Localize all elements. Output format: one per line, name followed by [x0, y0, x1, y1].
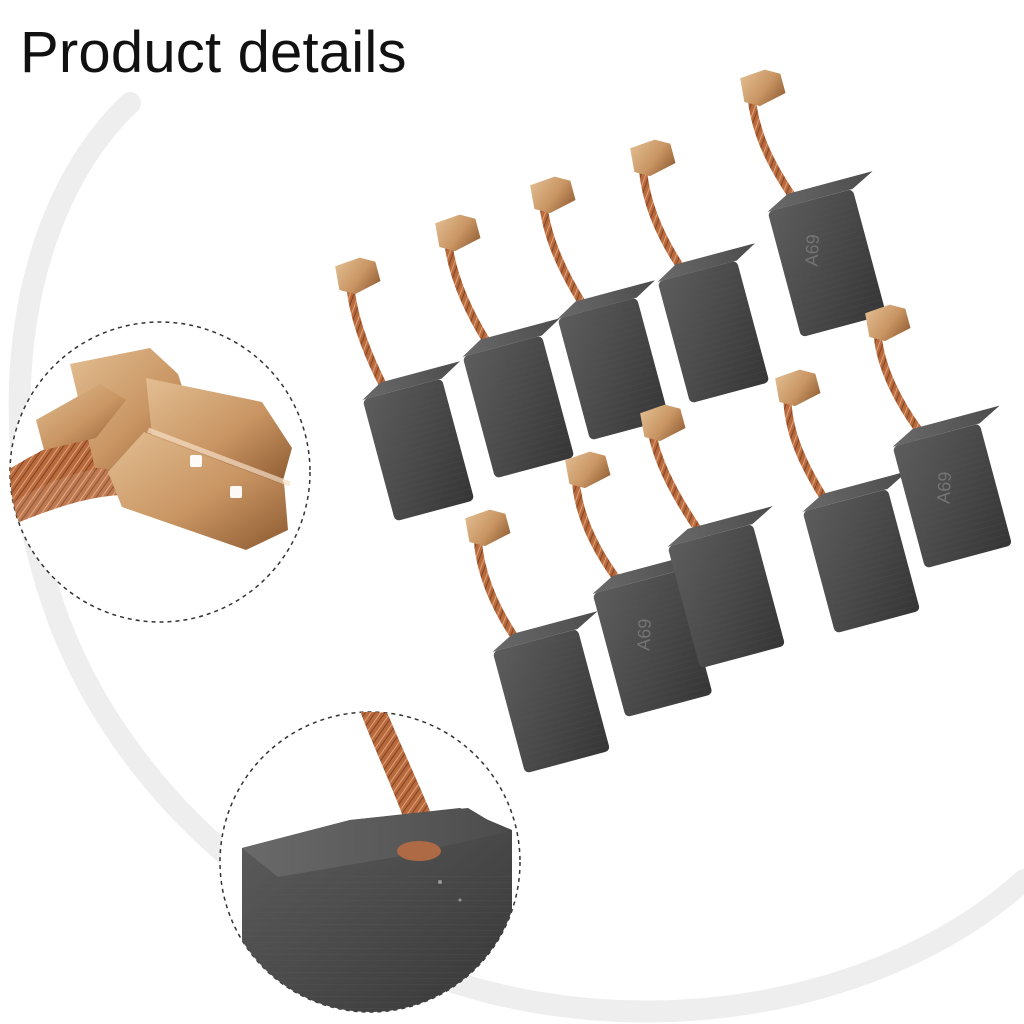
brush-item-10: A69 — [865, 304, 1013, 569]
bottom-inset-circle — [219, 711, 521, 1013]
brush-item-4 — [630, 139, 770, 404]
brush-item-7: A69 — [565, 451, 713, 718]
terminal-closeup-icon — [10, 348, 292, 550]
top-inset-circle — [9, 321, 311, 623]
brush-item-1 — [335, 257, 475, 522]
brush-closeup-icon — [242, 712, 512, 1012]
brush-marking-middle: A69 — [633, 618, 655, 651]
brush-item-2 — [435, 214, 575, 479]
brush-item-5: A69 — [740, 69, 887, 338]
brush-item-3 — [530, 176, 670, 441]
page-title: Product details — [20, 20, 407, 85]
brush-marking-right: A69 — [933, 471, 955, 504]
brush-marking-top: A69 — [802, 234, 824, 267]
brush-item-6 — [465, 509, 611, 774]
brush-set: A69 A69 — [335, 69, 1013, 774]
brush-item-9 — [775, 369, 921, 634]
brush-item-8 — [640, 404, 786, 669]
